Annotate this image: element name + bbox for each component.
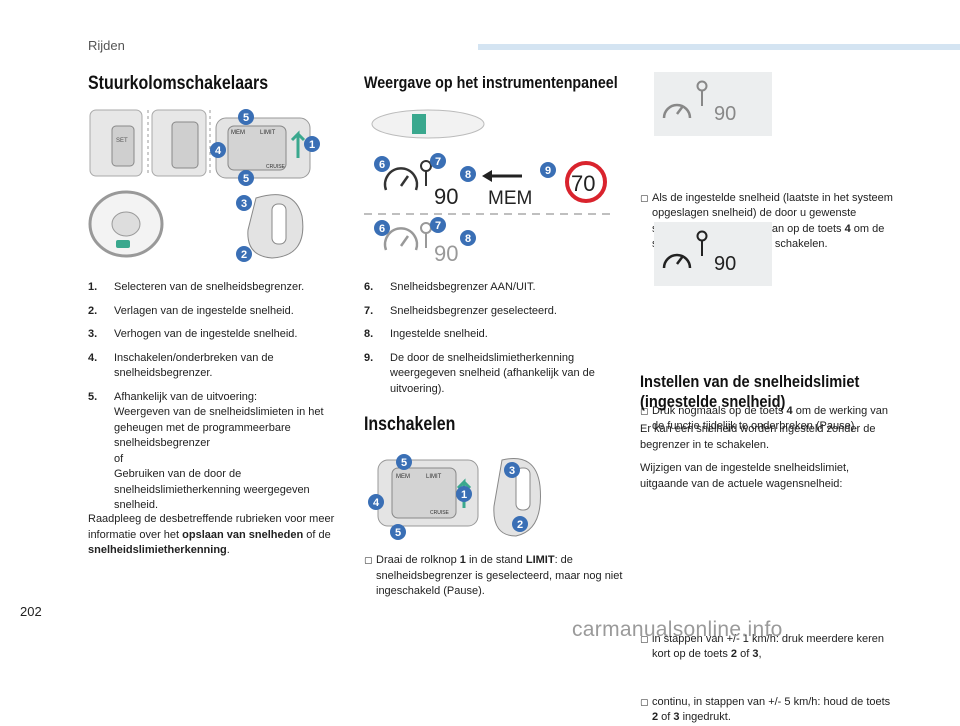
svg-text:MEM: MEM xyxy=(488,188,532,209)
list-item: 6.Snelheidsbegrenzer AAN/UIT. xyxy=(364,281,536,293)
svg-text:7: 7 xyxy=(435,156,441,168)
svg-text:90: 90 xyxy=(434,184,458,209)
pin-icon xyxy=(420,222,432,248)
svg-text:CRUISE: CRUISE xyxy=(430,510,450,516)
speedometer-icon xyxy=(383,167,419,191)
middle-legend-list: 6.Snelheidsbegrenzer AAN/UIT. 7.Snelheid… xyxy=(364,280,614,405)
speedometer-icon xyxy=(662,103,692,119)
svg-text:4: 4 xyxy=(215,145,222,157)
svg-text:70: 70 xyxy=(571,171,595,196)
switch-limit-illustration: MEM LIMIT CRUISE 5 3 1 4 5 2 xyxy=(364,450,544,550)
display-panel-1: 90 xyxy=(654,72,772,136)
list-item: 8.Ingestelde snelheid. xyxy=(364,328,488,340)
left-title: Stuurkolomschakelaars xyxy=(88,73,269,94)
svg-text:5: 5 xyxy=(401,457,407,469)
svg-text:8: 8 xyxy=(465,233,471,245)
section-title-inschakelen: Inschakelen xyxy=(364,414,456,435)
display-panel-2: 90 xyxy=(654,222,772,286)
inschakelen-bullet: ▢Draai de rolknop 1 in de stand LIMIT: d… xyxy=(364,554,623,597)
left-legend-list: 1.Selecteren van de snelheidsbegrenzer. … xyxy=(88,280,340,522)
checkbox-bullet-icon: ▢ xyxy=(640,696,649,707)
svg-text:3: 3 xyxy=(509,465,515,477)
right-bullet-2: ▢Druk nogmaals op de toets 4 om de werki… xyxy=(640,404,889,433)
right-para-1: Er kan een snelheid worden ingesteld zon… xyxy=(640,423,876,451)
svg-text:5: 5 xyxy=(243,112,249,124)
watermark: carmanualsonline.info xyxy=(572,618,783,641)
header-bar xyxy=(478,44,960,50)
svg-text:6: 6 xyxy=(379,223,385,235)
pin-icon xyxy=(420,160,432,186)
checkbox-bullet-icon: ▢ xyxy=(640,633,649,644)
right-title: Instellen van de snelheidslimiet (ingest… xyxy=(640,372,860,411)
checkbox-bullet-icon: ▢ xyxy=(640,192,649,203)
svg-text:MEM: MEM xyxy=(396,474,410,480)
left-note: Raadpleeg de desbetreffende rubrieken vo… xyxy=(88,513,335,556)
right-bullet-4: ▢continu, in stappen van +/- 5 km/h: hou… xyxy=(640,695,891,724)
svg-text:2: 2 xyxy=(517,519,523,531)
svg-text:2: 2 xyxy=(241,249,247,261)
list-item: 5.Afhankelijk van de uitvoering: Weergev… xyxy=(88,390,324,512)
svg-text:1: 1 xyxy=(309,139,315,151)
speedometer-icon xyxy=(383,227,419,251)
svg-text:90: 90 xyxy=(434,241,458,266)
list-item: 2.Verlagen van de ingestelde snelheid. xyxy=(88,304,294,317)
middle-title: Weergave op het instrumentenpaneel xyxy=(364,73,618,92)
instrument-panel-illustration: 90 MEM 70 90 6 7 8 9 6 7 8 xyxy=(364,106,614,266)
pin-icon xyxy=(696,230,708,256)
svg-text:1: 1 xyxy=(461,489,467,501)
pin-icon xyxy=(696,80,708,106)
section-header: Rijden xyxy=(88,38,125,53)
list-item: 1.Selecteren van de snelheidsbegrenzer. xyxy=(88,281,305,293)
svg-text:9: 9 xyxy=(545,165,551,177)
checkbox-bullet-icon: ▢ xyxy=(364,555,373,565)
svg-text:8: 8 xyxy=(465,169,471,181)
svg-text:3: 3 xyxy=(241,198,247,210)
page-number: 202 xyxy=(20,604,42,619)
steering-column-switch-illustration: SET MEM LIMIT CRUISE 5 1 4 5 3 2 xyxy=(86,106,326,266)
svg-text:4: 4 xyxy=(373,497,380,509)
svg-text:SET: SET xyxy=(116,138,128,144)
list-item: 3.Verhogen van de ingestelde snelheid. xyxy=(88,328,298,340)
speedometer-icon xyxy=(662,253,692,269)
svg-text:LIMIT: LIMIT xyxy=(426,474,442,480)
svg-text:6: 6 xyxy=(379,159,385,171)
list-item: 4.Inschakelen/onderbreken van de snelhei… xyxy=(88,351,274,380)
svg-text:LIMIT: LIMIT xyxy=(260,130,276,136)
svg-text:CRUISE: CRUISE xyxy=(266,164,286,170)
list-item: 7.Snelheidsbegrenzer geselecteerd. xyxy=(364,304,557,317)
svg-text:MEM: MEM xyxy=(231,130,245,136)
svg-text:5: 5 xyxy=(395,527,401,539)
checkbox-bullet-icon: ▢ xyxy=(640,405,649,416)
svg-text:7: 7 xyxy=(435,220,441,232)
right-para-2: Wijzigen van de ingestelde snelheidslimi… xyxy=(640,462,850,490)
svg-text:90: 90 xyxy=(714,103,736,125)
svg-text:90: 90 xyxy=(714,253,736,275)
list-item: 9.De door de snelheidslimietherkenning w… xyxy=(364,351,595,395)
svg-text:5: 5 xyxy=(243,173,249,185)
